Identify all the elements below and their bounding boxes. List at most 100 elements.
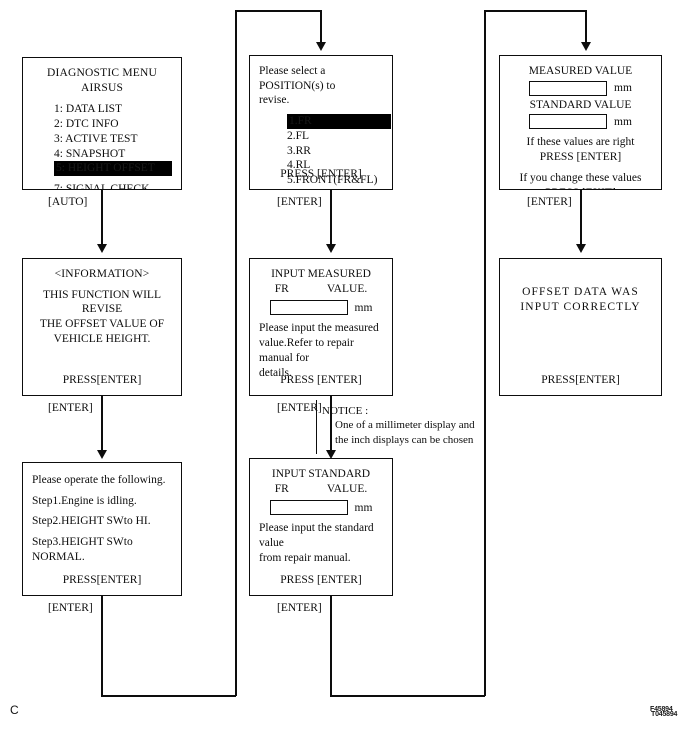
page-letter-mark: C <box>10 703 19 717</box>
confirm-measured-field-row: mm <box>509 80 652 96</box>
input-measured-field-row: mm <box>259 300 383 316</box>
operate-step3: Step3.HEIGHT SWto NORMAL. <box>32 536 133 563</box>
confirm-standard-value-input[interactable] <box>529 114 608 130</box>
information-title: <INFORMATION> <box>54 268 150 280</box>
notice-line2: the inch displays can be chosen <box>335 433 474 446</box>
confirm-measured-label: MEASURED VALUE <box>528 65 633 77</box>
route-middle-bottom-vline <box>330 596 332 696</box>
input-standard-title: INPUT STANDARD <box>271 468 371 480</box>
route-left-to-middle-hline <box>101 695 236 697</box>
connector-label-enter-mid-3: [ENTER] <box>277 602 322 614</box>
connector-label-enter-left-2: [ENTER] <box>48 602 93 614</box>
connector-information-to-operate <box>101 396 103 452</box>
route-middle-riser-vline <box>235 10 237 696</box>
screen-input-standard: INPUT STANDARD FR VALUE. mm Please input… <box>249 458 393 596</box>
arrow-into-select-position <box>316 42 326 51</box>
input-measured-value-label: VALUE. <box>326 282 368 295</box>
select-position-list: 1.FR 2.FL 3.RR 4.RL 5.FRONT(FR&FL) 6.REA… <box>287 114 391 190</box>
menu-item-active-test[interactable]: 3: ACTIVE TEST <box>54 132 138 145</box>
position-option-rr[interactable]: 3.RR <box>287 144 311 157</box>
arrow-measured-to-standard <box>326 450 336 459</box>
standard-value-unit: mm <box>354 501 373 514</box>
input-measured-body-line1: Please input the measured <box>259 322 379 335</box>
position-option-fl[interactable]: 2.FL <box>287 129 310 142</box>
arrow-confirm-to-done <box>576 244 586 253</box>
position-option-front[interactable]: 5.FRONT(FR&FL) <box>287 174 378 187</box>
confirm-change-line1: If you change these values <box>519 171 642 184</box>
screen-select-position: Please select a POSITION(s) to revise. 1… <box>249 55 393 190</box>
diagnostic-menu-list: 1: DATA LIST 2: DTC INFO 3: ACTIVE TEST … <box>54 102 172 190</box>
notice-line1: One of a millimeter display and <box>335 419 475 432</box>
information-line3: VEHICLE HEIGHT. <box>53 332 151 345</box>
input-measured-body-line3: details. <box>259 366 292 379</box>
offset-done-line2: INPUT CORRECTLY <box>520 300 641 313</box>
measured-value-unit: mm <box>354 301 373 314</box>
position-option-fr-selected[interactable]: 1.FR <box>287 114 391 129</box>
connector-label-auto: [AUTO] <box>48 196 88 208</box>
connector-label-enter-mid-2: [ENTER] <box>277 402 322 414</box>
arrow-into-confirm-values <box>581 42 591 51</box>
route-middle-top-hline <box>235 10 321 12</box>
select-position-prompt-line2: revise. <box>259 94 290 107</box>
operate-step1: Step1.Engine is idling. <box>32 494 137 507</box>
position-option-rl[interactable]: 4.RL <box>287 159 311 172</box>
input-measured-position-label: FR <box>274 282 289 295</box>
input-standard-body-line2: from repair manual. <box>259 551 351 564</box>
connector-label-enter-right-1: [ENTER] <box>527 196 572 208</box>
menu-item-height-offset-selected[interactable]: 5: HEIGHT OFFSET <box>54 161 172 177</box>
notice-heading: NOTICE : <box>322 405 369 417</box>
confirm-change-line2[interactable]: PRESS [EXIT] <box>509 186 652 189</box>
confirm-accept-line2[interactable]: PRESS [ENTER] <box>539 151 622 164</box>
input-standard-field-row: mm <box>259 500 383 516</box>
confirm-measured-unit: mm <box>614 81 632 94</box>
information-line2: THE OFFSET VALUE OF <box>39 318 165 331</box>
arrow-information-to-operate <box>97 450 107 459</box>
input-standard-footer[interactable]: PRESS [ENTER] <box>280 574 362 587</box>
route-right-top-hline <box>484 10 586 12</box>
arrow-menu-to-information <box>97 244 107 253</box>
figure-code-line2: T045894 <box>651 711 678 718</box>
screen-diagnostic-menu: DIAGNOSTIC MENU AIRSUS 1: DATA LIST 2: D… <box>22 57 182 190</box>
information-line1: THIS FUNCTION WILL REVISE <box>43 288 161 316</box>
notice-block: NOTICE : One of a millimeter display and… <box>322 404 552 447</box>
standard-value-input[interactable] <box>269 500 348 516</box>
position-option-rear[interactable]: 6.REAR(RR&RL) <box>287 188 383 190</box>
route-middle-dropin-vline <box>320 10 322 44</box>
menu-item-signal-check[interactable]: 7: SIGNAL CHECK <box>54 183 150 190</box>
menu-item-snapshot[interactable]: 4: SNAPSHOT <box>54 147 126 160</box>
input-measured-subtitle: FR VALUE. <box>259 282 383 297</box>
input-measured-body-line2: value.Refer to repair manual for <box>259 337 354 364</box>
confirm-standard-unit: mm <box>614 115 632 128</box>
menu-item-dtc-info[interactable]: 2: DTC INFO <box>54 118 119 131</box>
input-standard-subtitle: FR VALUE. <box>259 482 383 497</box>
connector-select-to-measured <box>330 190 332 246</box>
diagnostic-menu-title-line1: DIAGNOSTIC MENU <box>46 67 157 79</box>
connector-measured-to-standard <box>330 396 332 452</box>
offset-done-line1: OFFSET DATA WAS <box>522 286 639 298</box>
select-position-footer[interactable]: PRESS [ENTER] <box>280 168 362 181</box>
menu-item-data-list[interactable]: 1: DATA LIST <box>54 103 123 116</box>
confirm-standard-label: STANDARD VALUE <box>529 98 632 111</box>
connector-confirm-to-done <box>580 190 582 246</box>
screen-operate-steps: Please operate the following. Step1.Engi… <box>22 462 182 596</box>
input-standard-position-label: FR <box>274 482 289 495</box>
operate-line1: Please operate the following. <box>32 474 166 486</box>
offset-done-footer[interactable]: PRESS[ENTER] <box>541 374 620 387</box>
diagnostic-menu-title-line2: AIRSUS <box>80 81 124 94</box>
connector-menu-to-information <box>101 190 103 246</box>
input-measured-title: INPUT MEASURED <box>271 268 371 280</box>
input-measured-footer[interactable]: PRESS [ENTER] <box>280 374 362 387</box>
operate-footer[interactable]: PRESS[ENTER] <box>62 574 142 587</box>
input-standard-value-label: VALUE. <box>326 482 368 495</box>
notice-divider <box>316 400 318 454</box>
input-standard-body-line1: Please input the standard value <box>259 522 374 550</box>
confirm-measured-value-input[interactable] <box>529 80 608 96</box>
connector-label-enter-mid-1: [ENTER] <box>277 196 322 208</box>
measured-value-input[interactable] <box>269 300 348 316</box>
confirm-accept-line1: If these values are right <box>526 136 635 149</box>
information-footer[interactable]: PRESS[ENTER] <box>62 374 142 387</box>
route-left-bottom-vline <box>101 596 103 696</box>
operate-step2: Step2.HEIGHT SWto HI. <box>32 515 151 528</box>
figure-code: F45894 T045894 <box>650 706 677 718</box>
